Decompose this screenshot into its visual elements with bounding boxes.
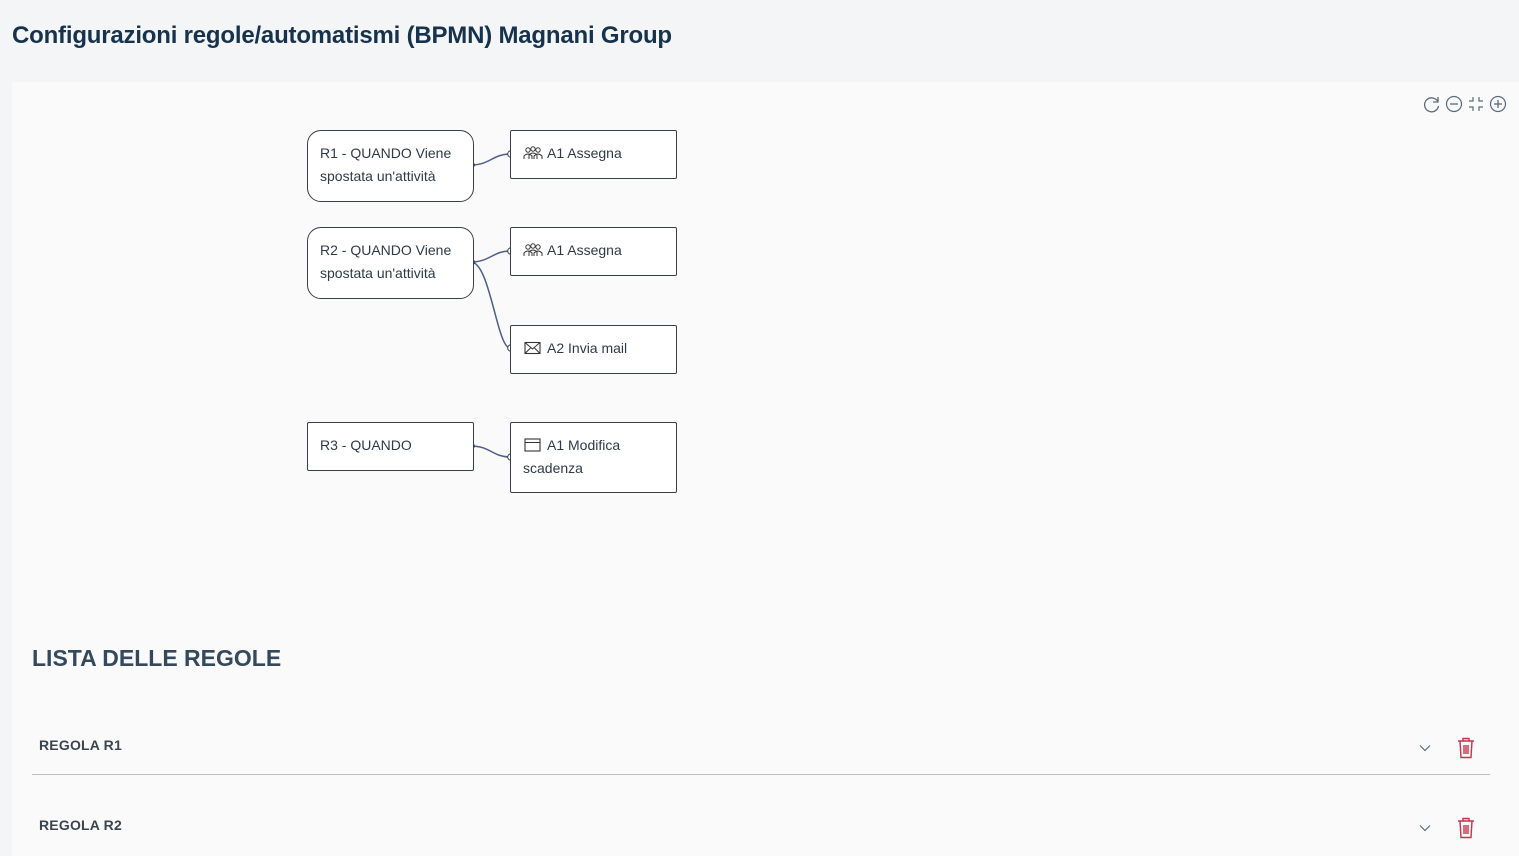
- fit-screen-icon[interactable]: [1466, 94, 1486, 114]
- rule-node-label: R1 - QUANDO Viene spostata un'attività: [320, 145, 452, 184]
- rules-list-title: LISTA DELLE REGOLE: [32, 645, 282, 671]
- rule-node-r3[interactable]: R3 - QUANDO: [307, 422, 474, 471]
- bpmn-panel: R1 - QUANDO Viene spostata un'attività R…: [12, 82, 1519, 856]
- rule-list-item[interactable]: REGOLA R2: [32, 795, 1490, 855]
- zoom-out-icon[interactable]: [1444, 94, 1464, 114]
- rule-list-item[interactable]: REGOLA R1: [32, 715, 1490, 775]
- delete-trash-icon[interactable]: [1456, 817, 1476, 839]
- diagram-controls: [1422, 94, 1508, 114]
- page-title: Configurazioni regole/automatismi (BPMN)…: [12, 22, 672, 49]
- envelope-icon: [523, 339, 543, 355]
- rule-node-label: R2 - QUANDO Viene spostata un'attività: [320, 242, 452, 281]
- users-assign-icon: [523, 144, 543, 159]
- reset-icon[interactable]: [1422, 94, 1442, 114]
- chevron-down-icon[interactable]: [1418, 821, 1432, 835]
- action-node-label: A1 Assegna: [547, 242, 622, 258]
- action-node-r3-a1[interactable]: A1 Modifica scadenza: [510, 422, 677, 493]
- action-node-label: A1 Modifica scadenza: [523, 437, 621, 476]
- calendar-icon: [523, 436, 543, 452]
- chevron-down-icon[interactable]: [1418, 741, 1432, 755]
- bpmn-diagram[interactable]: R1 - QUANDO Viene spostata un'attività R…: [12, 82, 1519, 672]
- rule-list-item-label: REGOLA R2: [39, 817, 122, 833]
- action-node-r1-a1[interactable]: A1 Assegna: [510, 130, 677, 179]
- action-node-r2-a2[interactable]: A2 Invia mail: [510, 325, 677, 374]
- action-node-label: A2 Invia mail: [547, 340, 628, 356]
- rule-node-label: R3 - QUANDO: [320, 437, 412, 453]
- edge-r2-a1: [470, 250, 511, 263]
- action-node-label: A1 Assegna: [547, 145, 622, 161]
- delete-trash-icon[interactable]: [1456, 737, 1476, 759]
- rule-node-r2[interactable]: R2 - QUANDO Viene spostata un'attività: [307, 227, 474, 299]
- diagram-edges: [467, 150, 515, 461]
- action-node-r2-a1[interactable]: A1 Assegna: [510, 227, 677, 276]
- edge-r3-a1: [470, 445, 511, 458]
- users-assign-icon: [523, 241, 543, 256]
- zoom-in-icon[interactable]: [1488, 94, 1508, 114]
- rule-node-r1[interactable]: R1 - QUANDO Viene spostata un'attività: [307, 130, 474, 202]
- rule-list-item-label: REGOLA R1: [39, 737, 122, 753]
- edge-r2-a2: [470, 261, 511, 349]
- edge-r1-a1: [470, 153, 511, 166]
